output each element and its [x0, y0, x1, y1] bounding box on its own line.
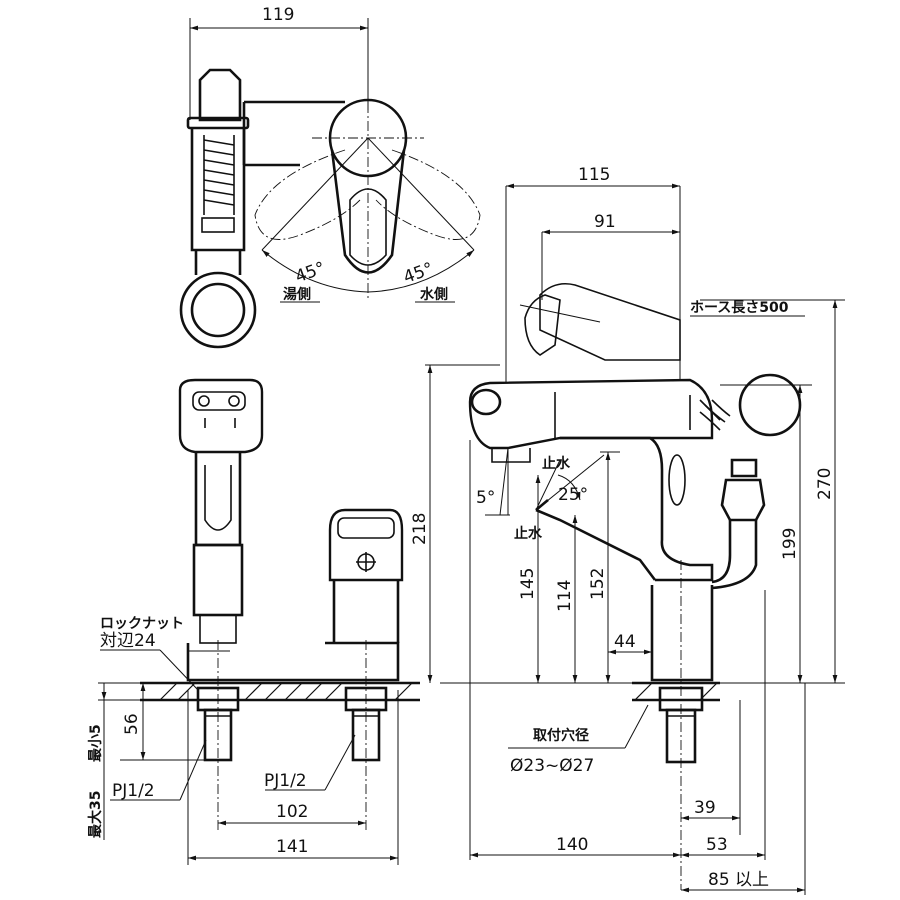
- dim-141: 141: [276, 837, 308, 857]
- stop-water-bottom: 止水: [514, 525, 543, 542]
- dim-max35: 最大35: [87, 791, 104, 838]
- angle-25: 25°: [558, 485, 588, 505]
- stop-water-top: 止水: [542, 455, 571, 472]
- dim-270: 270: [815, 468, 835, 500]
- dim-56: 56: [122, 713, 142, 735]
- cold-side-label: 水側: [420, 286, 448, 303]
- dim-114: 114: [555, 580, 575, 612]
- dim-53: 53: [706, 835, 728, 855]
- dim-199: 199: [780, 528, 800, 560]
- angle-5: 5°: [476, 488, 495, 508]
- pj-left-label: PJ1/2: [112, 781, 155, 801]
- side-view: [425, 183, 845, 895]
- angle-left-45: 45°: [293, 258, 328, 287]
- dim-119: 119: [262, 5, 294, 25]
- across-flats-label: 対辺24: [100, 631, 156, 651]
- dim-39: 39: [694, 798, 716, 818]
- dim-152: 152: [588, 568, 608, 600]
- front-view: [98, 378, 420, 865]
- hose-coil: [699, 399, 731, 431]
- dim-145: 145: [518, 568, 538, 600]
- dim-115: 115: [578, 165, 610, 185]
- mount-hole-label: 取付穴径: [533, 727, 589, 744]
- dim-85: 85 以上: [708, 870, 769, 890]
- dim-91: 91: [594, 212, 616, 232]
- dim-218: 218: [410, 513, 430, 545]
- dim-min5: 最小5: [87, 724, 104, 762]
- spring-coil: [201, 135, 235, 233]
- dim-102: 102: [276, 802, 308, 822]
- dim-140: 140: [556, 835, 588, 855]
- dim-44: 44: [614, 632, 636, 652]
- angle-right-45: 45°: [401, 259, 436, 288]
- pj-right-label: PJ1/2: [264, 771, 307, 791]
- hot-side-label: 湯側: [283, 286, 311, 303]
- hole-range-label: Ø23~Ø27: [510, 756, 594, 776]
- top-view: [179, 18, 481, 349]
- hose-length-label: ホース長さ500: [690, 300, 789, 316]
- lock-nut-label: ロックナット: [100, 616, 184, 632]
